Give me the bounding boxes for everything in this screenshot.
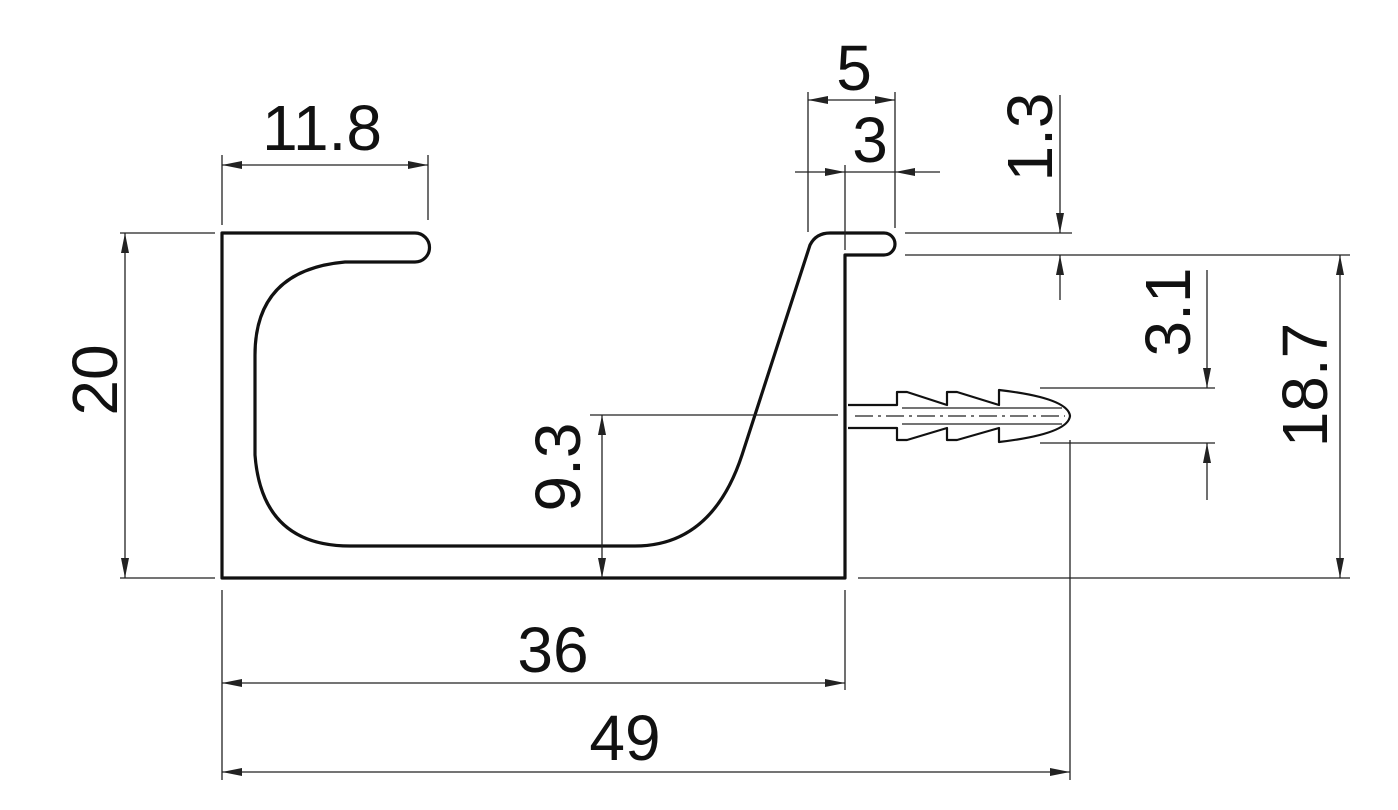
dim-right-lip-inner: 3 <box>852 104 888 176</box>
dim-overall-height: 20 <box>59 344 131 415</box>
profile-outline <box>220 231 897 580</box>
dim-right-height: 18.7 <box>1269 323 1341 448</box>
extension-lines <box>120 92 1350 780</box>
dim-overall-width: 49 <box>589 702 660 774</box>
dim-inner-depth: 9.3 <box>522 423 594 512</box>
dim-fastener-height: 3.1 <box>1132 268 1204 357</box>
fastener-plug <box>848 388 1072 444</box>
dim-top-lip-width: 11.8 <box>262 92 382 164</box>
dim-lip-thickness: 1.3 <box>994 93 1066 182</box>
dim-body-width: 36 <box>517 614 588 686</box>
dimension-lines <box>121 95 1344 776</box>
dim-right-lip-total: 5 <box>836 32 872 104</box>
